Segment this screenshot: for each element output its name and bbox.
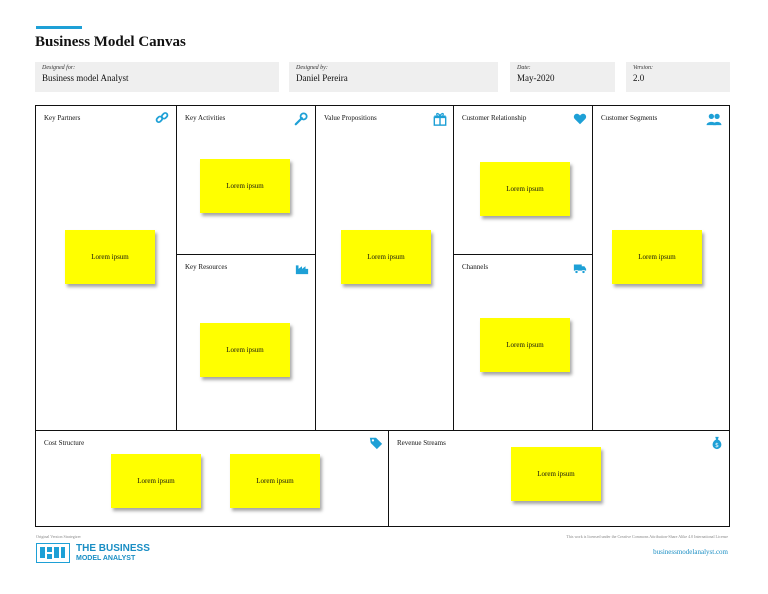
sticky-note[interactable]: Lorem ipsum (480, 162, 570, 216)
value-propositions-heading: Value Propositions (324, 114, 377, 122)
key-partners-block: Key Partners Lorem ipsum (36, 106, 177, 430)
svg-text:$: $ (715, 442, 719, 449)
value-propositions-block: Value Propositions Lorem ipsum (316, 106, 454, 430)
version-field[interactable]: Version: 2.0 (626, 62, 730, 92)
gift-icon (432, 112, 448, 126)
sticky-note[interactable]: Lorem ipsum (111, 454, 201, 508)
factory-icon (294, 261, 310, 275)
sticky-note[interactable]: Lorem ipsum (341, 230, 431, 284)
sticky-note[interactable]: Lorem ipsum (480, 318, 570, 372)
key-activities-block: Key Activities Lorem ipsum (177, 106, 316, 255)
sticky-note[interactable]: Lorem ipsum (65, 230, 155, 284)
truck-icon (572, 261, 588, 275)
date-value: May-2020 (517, 73, 555, 83)
key-partners-heading: Key Partners (44, 114, 81, 122)
designed-by-value: Daniel Pereira (296, 73, 348, 83)
link-icon (154, 111, 170, 125)
key-resources-block: Key Resources Lorem ipsum (177, 255, 316, 430)
title-accent-line (36, 26, 82, 29)
revenue-streams-heading: Revenue Streams (397, 439, 446, 447)
sticky-note[interactable]: Lorem ipsum (200, 159, 290, 213)
customer-segments-block: Customer Segments Lorem ipsum (593, 106, 729, 430)
designed-by-field[interactable]: Designed by: Daniel Pereira (289, 62, 498, 92)
brand-logo-icon (36, 543, 70, 563)
website-link[interactable]: businessmodelanalyst.com (653, 548, 728, 556)
revenue-streams-block: Revenue Streams $ Lorem ipsum (389, 430, 729, 526)
key-activities-heading: Key Activities (185, 114, 226, 122)
heart-icon (572, 112, 588, 126)
version-label: Version: (633, 65, 653, 71)
sticky-note[interactable]: Lorem ipsum (230, 454, 320, 508)
money-bag-icon: $ (709, 436, 725, 450)
brand-name-line2: MODEL ANALYST (76, 555, 136, 562)
key-resources-heading: Key Resources (185, 263, 228, 271)
license-note: This work is licensed under the Creative… (566, 534, 728, 539)
sticky-note[interactable]: Lorem ipsum (200, 323, 290, 377)
date-field[interactable]: Date: May-2020 (510, 62, 615, 92)
brand-name-line1: THE BUSINESS (76, 543, 150, 554)
cost-structure-heading: Cost Structure (44, 439, 85, 447)
price-tag-icon (368, 436, 384, 450)
designed-by-label: Designed by: (296, 65, 328, 71)
channels-heading: Channels (462, 263, 489, 271)
designed-for-field[interactable]: Designed for: Business model Analyst (35, 62, 279, 92)
sticky-note[interactable]: Lorem ipsum (612, 230, 702, 284)
sticky-note[interactable]: Lorem ipsum (511, 447, 601, 501)
cost-structure-block: Cost Structure Lorem ipsum Lorem ipsum (36, 430, 389, 526)
customer-relationship-heading: Customer Relationship (462, 114, 527, 122)
version-value: 2.0 (633, 73, 645, 83)
wrench-icon (293, 112, 309, 126)
channels-block: Channels Lorem ipsum (454, 255, 593, 430)
page-title: Business Model Canvas (35, 34, 186, 50)
business-model-canvas: Key Partners Lorem ipsum Key Activities … (35, 105, 730, 527)
date-label: Date: (517, 65, 531, 71)
designed-for-value: Business model Analyst (42, 73, 129, 83)
users-icon (705, 112, 723, 126)
customer-relationship-block: Customer Relationship Lorem ipsum (454, 106, 593, 255)
original-version-note: Original Version Strategizer (36, 534, 81, 539)
designed-for-label: Designed for: (42, 65, 76, 71)
customer-segments-heading: Customer Segments (601, 114, 658, 122)
